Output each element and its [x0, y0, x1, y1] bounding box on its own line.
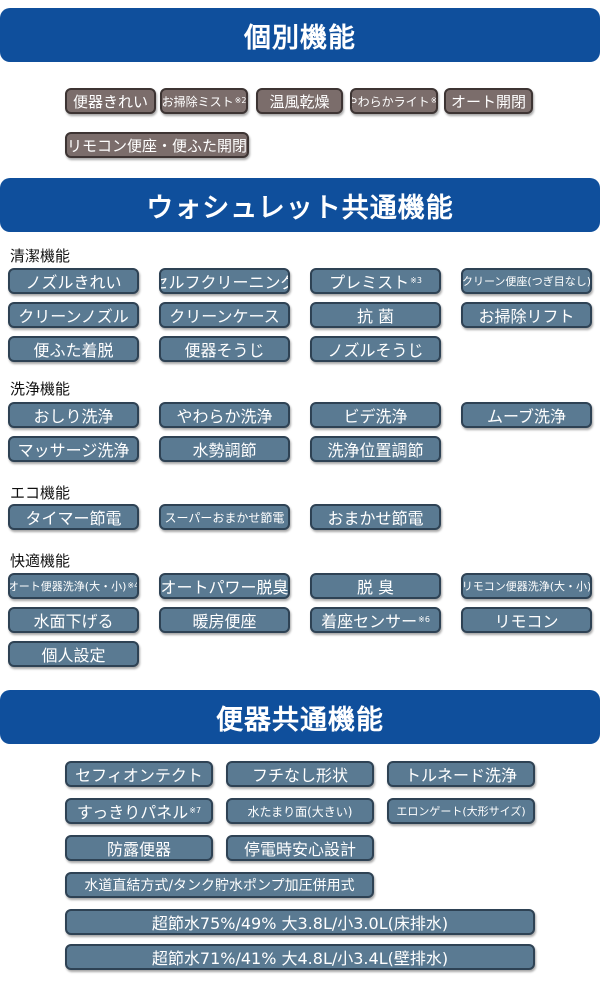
- feature-tag: ムーブ洗浄: [461, 402, 592, 428]
- feature-tag: 水たまり面(大きい): [226, 798, 374, 824]
- feature-tag: 温風乾燥: [256, 88, 343, 114]
- feature-tag: セルフクリーニング: [159, 268, 290, 294]
- feature-tag: セフィオンテクト: [65, 761, 213, 787]
- feature-tag: 便器きれい: [65, 88, 156, 114]
- feature-tag: リモコン便器洗浄(大・小): [461, 573, 592, 599]
- feature-tag: おしり洗浄: [8, 402, 139, 428]
- feature-tag: 暖房便座: [159, 607, 290, 633]
- feature-tag: ノズルそうじ: [310, 336, 441, 362]
- feature-tag: おまかせ節電: [310, 504, 441, 530]
- feature-tag: プレミスト※3: [310, 268, 441, 294]
- feature-tag: ビデ洗浄: [310, 402, 441, 428]
- feature-tag: 便器そうじ: [159, 336, 290, 362]
- feature-tag: 個人設定: [8, 641, 139, 667]
- section-header-washlet: ウォシュレット共通機能: [0, 178, 600, 232]
- category-label-comfort: 快適機能: [10, 552, 71, 570]
- feature-tag: 水勢調節: [159, 436, 290, 462]
- feature-tag: タイマー節電: [8, 504, 139, 530]
- feature-tag: スーパーおまかせ節電: [159, 504, 290, 530]
- section-header-toilet: 便器共通機能: [0, 690, 600, 744]
- feature-tag: マッサージ洗浄: [8, 436, 139, 462]
- feature-tag: 着座センサー※6: [310, 607, 441, 633]
- feature-tag: トルネード洗浄: [387, 761, 535, 787]
- feature-tag: 超節水71%/41% 大4.8L/小3.4L(壁排水): [65, 944, 535, 970]
- feature-tag: ノズルきれい: [8, 268, 139, 294]
- feature-tag: 水面下げる: [8, 607, 139, 633]
- feature-tag: 停電時安心設計: [226, 835, 374, 861]
- section-header-individual: 個別機能: [0, 8, 600, 62]
- feature-tag: 水道直結方式/タンク貯水ポンプ加圧併用式: [65, 872, 374, 898]
- feature-tag: クリーンノズル: [8, 302, 139, 328]
- category-label-cleanliness: 清潔機能: [10, 247, 71, 265]
- feature-tag: お掃除リフト: [461, 302, 592, 328]
- feature-tag: クリーンケース: [159, 302, 290, 328]
- feature-tag: 便ふた着脱: [8, 336, 139, 362]
- feature-tag: オートパワー脱臭: [159, 573, 290, 599]
- feature-tag: エロンゲート(大形サイズ): [387, 798, 535, 824]
- feature-tag: すっきりパネル※7: [65, 798, 213, 824]
- feature-tag: フチなし形状: [226, 761, 374, 787]
- category-label-eco: エコ機能: [10, 484, 71, 502]
- feature-tag: 超節水75%/49% 大3.8L/小3.0L(床排水): [65, 909, 535, 935]
- feature-tag: 脱 臭: [310, 573, 441, 599]
- feature-tag: やわらかライト※5: [350, 88, 438, 114]
- feature-tag: オート便器洗浄(大・小)※4: [8, 573, 139, 599]
- feature-tag: やわらか洗浄: [159, 402, 290, 428]
- feature-tag: お掃除ミスト※2: [160, 88, 248, 114]
- feature-tag: 抗 菌: [310, 302, 441, 328]
- feature-tag: オート開閉: [444, 88, 533, 114]
- feature-tag: 防露便器: [65, 835, 213, 861]
- feature-tag: クリーン便座(つぎ目なし): [461, 268, 592, 294]
- feature-tag: リモコン便座・便ふた開閉: [65, 132, 249, 158]
- category-label-washing: 洗浄機能: [10, 380, 71, 398]
- feature-tag: 洗浄位置調節: [310, 436, 441, 462]
- feature-tag: リモコン: [461, 607, 592, 633]
